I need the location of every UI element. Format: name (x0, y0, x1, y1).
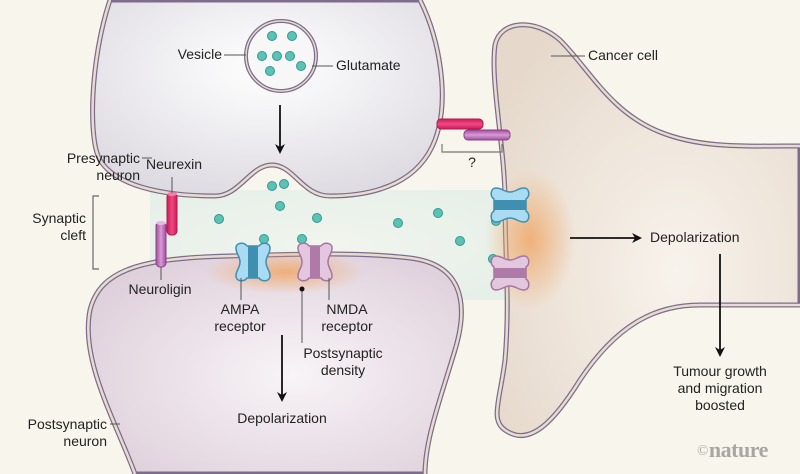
ampa-receptor-label-line2: receptor (214, 318, 266, 334)
glutamate-molecule (433, 208, 443, 218)
presynaptic-neuron-label: Presynaptic neuron (10, 150, 140, 184)
nature-wordmark: nature (708, 437, 768, 462)
postsynaptic-density-label: Postsynaptic density (293, 345, 393, 379)
neurexin-protein (166, 192, 178, 236)
nmda-receptor-label-line1: NMDA (326, 301, 368, 317)
postsynaptic-neuron-label-line2: neuron (63, 433, 107, 449)
glutamate-molecule (259, 234, 269, 244)
neuroligin-protein (155, 221, 167, 268)
tumour-outcome-label-line3: boosted (695, 397, 745, 413)
nmda-receptor-label-line2: receptor (321, 318, 373, 334)
glutamate-molecule (275, 201, 285, 211)
glutamate-molecule (272, 51, 282, 61)
presynaptic-neuron-label-line2: neuron (96, 167, 140, 183)
glutamate-molecule (214, 214, 224, 224)
glutamate-molecule (285, 51, 295, 61)
postsynaptic-density-marker (299, 286, 305, 292)
leader-lines (110, 54, 585, 425)
neuroligin-protein-cancer (463, 129, 511, 141)
glutamate-molecule (312, 213, 322, 223)
postsynaptic-depolarization-label: Depolarization (237, 410, 327, 426)
cancer-cell-label: Cancer cell (588, 47, 659, 63)
ampa-receptor-label-line1: AMPA (220, 301, 260, 317)
nature-logo: ©nature (697, 437, 768, 463)
tumour-outcome-label: Tumour growth and migration boosted (660, 363, 780, 414)
copyright-icon: © (697, 443, 708, 459)
glutamate-molecule (279, 179, 289, 189)
postsynaptic-density-label-line2: density (320, 362, 366, 378)
glutamate-molecule (265, 66, 275, 76)
postsynaptic-neuron (85, 250, 464, 474)
tumour-outcome-label-line1: Tumour growth (673, 363, 767, 379)
synaptic-cleft-label-line2: cleft (60, 227, 86, 243)
postsynaptic-neuron-label: Postsynaptic neuron (5, 416, 107, 450)
neurexin-label: Neurexin (145, 156, 203, 172)
neurexin-protein-cancer (436, 118, 484, 130)
glutamate-molecule (393, 218, 403, 228)
postsynaptic-neuron-label-line1: Postsynaptic (27, 416, 107, 432)
unknown-link-bracket (441, 144, 503, 153)
glutamate-molecule (267, 181, 277, 191)
glutamate-molecule (455, 236, 465, 246)
vesicle-label: Vesicle (177, 46, 222, 62)
glutamate-molecule (297, 234, 307, 244)
synaptic-cleft-label-line1: Synaptic (32, 210, 86, 226)
tumour-outcome-label-line2: and migration (677, 380, 763, 396)
glutamate-molecule (296, 61, 306, 71)
ampa-receptor-label: AMPA receptor (200, 301, 280, 335)
ampa-receptor-cancer (490, 187, 530, 223)
nmda-receptor-cancer (490, 255, 530, 291)
cancer-depolarization-label: Depolarization (650, 229, 740, 245)
nmda-receptor (297, 242, 333, 282)
presynaptic-neuron-label-line1: Presynaptic (66, 150, 140, 166)
synaptic-cleft-bracket (92, 195, 99, 270)
neuroligin-label: Neuroligin (128, 281, 192, 297)
glutamate-molecule (267, 31, 277, 41)
postsynaptic-density-label-line1: Postsynaptic (303, 345, 383, 361)
postsynaptic-density-glow (205, 250, 365, 294)
glutamate-molecule (287, 31, 297, 41)
nmda-receptor-label: NMDA receptor (307, 301, 387, 335)
glutamate-molecule (257, 51, 267, 61)
unknown-link-label: ? (468, 154, 476, 170)
glutamate-molecules (214, 31, 501, 264)
glutamate-label: Glutamate (336, 57, 401, 73)
synaptic-cleft-label: Synaptic cleft (10, 210, 86, 244)
ampa-receptor (235, 242, 271, 282)
